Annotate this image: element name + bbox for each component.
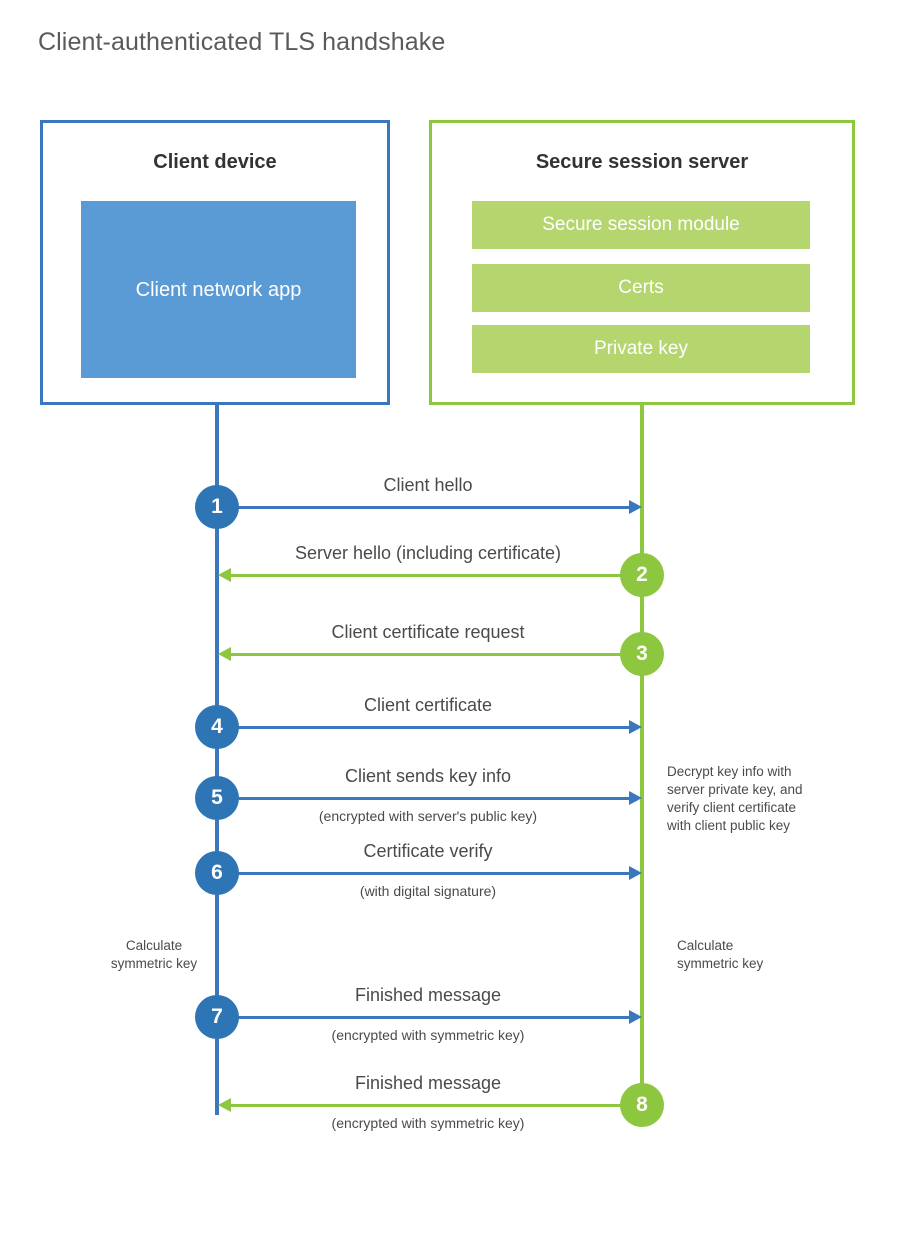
step-2-arrow-line: [231, 574, 642, 577]
step-8-arrow-line: [231, 1104, 642, 1107]
client-calc-note-line-1: Calculate: [125, 938, 183, 953]
server-decrypt-note-line-3: verify client certificate: [667, 800, 797, 815]
client-calculate-symmetric-key-note: Calculate symmetric key: [98, 937, 210, 973]
step-7-arrow-head-icon: [629, 1010, 642, 1024]
server-component-certs: Certs: [472, 264, 810, 312]
step-3-arrow-line: [231, 653, 642, 656]
step-7-arrow-line: [217, 1016, 629, 1019]
server-calc-note-line-1: Calculate: [677, 938, 734, 953]
step-2-number-badge: 2: [620, 553, 664, 597]
step-6-label: Certificate verify: [363, 841, 493, 861]
server-decrypt-note-line-4: with client public key: [667, 818, 791, 833]
step-8-arrow-head-icon: [218, 1098, 231, 1112]
server-calc-note-line-2: symmetric key: [677, 956, 764, 971]
server-component-private-key: Private key: [472, 325, 810, 373]
step-4-label: Client certificate: [363, 695, 493, 715]
step-3-arrow-head-icon: [218, 647, 231, 661]
step-5-number-badge: 5: [195, 776, 239, 820]
step-3-number-badge: 3: [620, 632, 664, 676]
step-5-sublabel: (encrypted with server's public key): [318, 808, 538, 824]
step-5-label: Client sends key info: [344, 766, 512, 786]
step-1-label: Client hello: [383, 475, 473, 495]
step-3-label: Client certificate request: [331, 622, 525, 642]
step-5-arrow-head-icon: [629, 791, 642, 805]
step-1-arrow-head-icon: [629, 500, 642, 514]
step-6-sublabel: (with digital signature): [359, 883, 497, 899]
client-device-box: Client device Client network app: [40, 120, 390, 405]
step-8-label: Finished message: [354, 1073, 502, 1093]
step-7-sublabel: (encrypted with symmetric key): [331, 1027, 525, 1043]
page-title: Client-authenticated TLS handshake: [38, 28, 446, 56]
client-device-title: Client device: [153, 151, 277, 173]
client-network-app-block: Client network app: [81, 201, 356, 378]
step-6-number-badge: 6: [195, 851, 239, 895]
client-lifeline: [215, 405, 219, 1115]
secure-session-server-title: Secure session server: [535, 151, 749, 173]
secure-session-server-box: Secure session server Secure session mod…: [429, 120, 855, 405]
step-4-number-badge: 4: [195, 705, 239, 749]
step-2-arrow-head-icon: [218, 568, 231, 582]
server-decrypt-note-line-2: server private key, and: [667, 782, 803, 797]
step-4-arrow-line: [217, 726, 629, 729]
step-5-arrow-line: [217, 797, 629, 800]
server-decrypt-note-line-1: Decrypt key info with: [667, 764, 792, 779]
step-1-number-badge: 1: [195, 485, 239, 529]
step-7-number-badge: 7: [195, 995, 239, 1039]
step-6-arrow-head-icon: [629, 866, 642, 880]
server-component-secure-session-module: Secure session module: [472, 201, 810, 249]
step-1-arrow-line: [217, 506, 629, 509]
server-decrypt-note: Decrypt key info with server private key…: [667, 763, 842, 835]
step-7-label: Finished message: [354, 985, 502, 1005]
step-8-number-badge: 8: [620, 1083, 664, 1127]
server-lifeline: [640, 405, 644, 1105]
step-6-arrow-line: [217, 872, 629, 875]
server-calculate-symmetric-key-note: Calculate symmetric key: [677, 937, 807, 973]
client-calc-note-line-2: symmetric key: [110, 956, 198, 971]
step-2-label: Server hello (including certificate): [294, 543, 562, 563]
step-8-sublabel: (encrypted with symmetric key): [331, 1115, 525, 1131]
step-4-arrow-head-icon: [629, 720, 642, 734]
